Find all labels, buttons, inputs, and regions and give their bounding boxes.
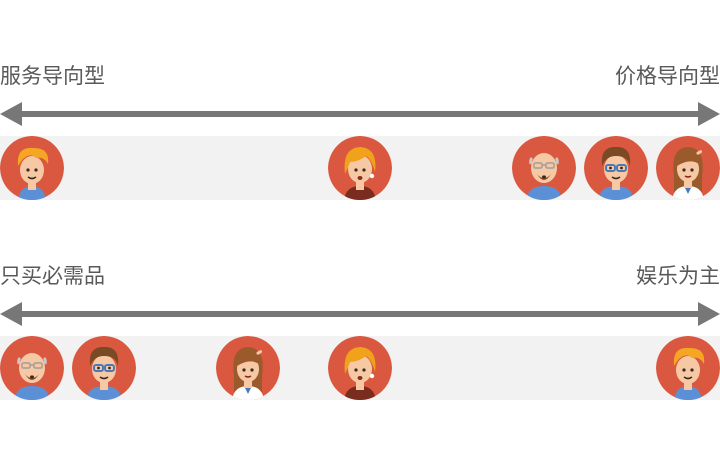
- scale-1-left-label: 服务导向型: [0, 64, 105, 88]
- scale-1-double-arrow: [0, 102, 720, 126]
- bald-man-glasses-beard-avatar-icon: [512, 136, 576, 200]
- scale-1-right-label: 价格导向型: [615, 64, 720, 88]
- man-brown-hair-glasses-avatar-icon: [72, 336, 136, 400]
- bald-man-glasses-beard-avatar-icon: [0, 336, 64, 400]
- scale-2-double-arrow: [0, 302, 720, 326]
- man-brown-hair-glasses-avatar-icon: [584, 136, 648, 200]
- young-man-orange-hair-avatar-icon: [0, 136, 64, 200]
- young-man-orange-hair-avatar-icon: [656, 336, 720, 400]
- woman-short-blonde-hair-avatar-icon: [328, 336, 392, 400]
- scale-2-right-label: 娱乐为主: [636, 264, 720, 288]
- scale-2-left-label: 只买必需品: [0, 264, 105, 288]
- woman-long-brown-hair-avatar-icon: [216, 336, 280, 400]
- woman-long-brown-hair-avatar-icon: [656, 136, 720, 200]
- woman-short-blonde-hair-avatar-icon: [328, 136, 392, 200]
